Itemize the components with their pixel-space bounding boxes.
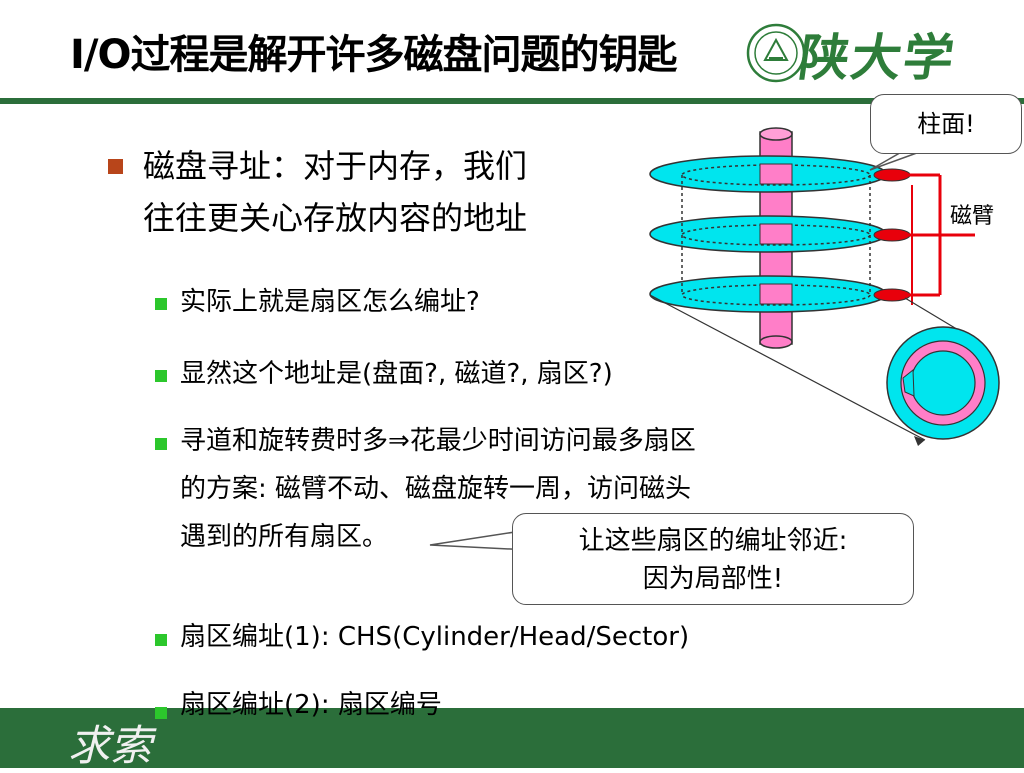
university-emblem-icon bbox=[746, 23, 806, 83]
platter-1 bbox=[649, 155, 887, 193]
page-title: I/O过程是解开许多磁盘问题的钥匙 bbox=[70, 32, 677, 78]
footer-logo-text: 求索 bbox=[68, 721, 153, 770]
cylinder-callout: 柱面! bbox=[870, 94, 1022, 154]
platter-top-view bbox=[886, 326, 1000, 440]
sub-bullet-1: 实际上就是扇区怎么编址? bbox=[180, 287, 480, 317]
sub-bullet-icon bbox=[155, 634, 167, 646]
disk-arm bbox=[873, 168, 975, 305]
sub-bullet-5: 扇区编址(2): 扇区编号 bbox=[180, 690, 442, 720]
sub-bullet-3-line3: 遇到的所有扇区。 bbox=[180, 522, 389, 552]
sub-bullet-2: 显然这个地址是(盘面?, 磁道?, 扇区?) bbox=[180, 359, 613, 389]
platter-2 bbox=[649, 215, 887, 253]
main-bullet-text: 磁盘寻址：对于内存，我们 往往更关心存放内容的地址 bbox=[143, 140, 527, 244]
spindle-bottom bbox=[759, 335, 793, 349]
footer-bar bbox=[0, 708, 1024, 768]
sub-bullet-icon bbox=[155, 298, 167, 310]
main-bullet-line2: 往往更关心存放内容的地址 bbox=[143, 199, 528, 237]
zoom-line bbox=[649, 294, 926, 441]
arm-label: 磁臂 bbox=[950, 204, 995, 229]
sub-bullet-icon bbox=[155, 370, 167, 382]
main-bullet-line1: 磁盘寻址：对于内存，我们 bbox=[143, 147, 528, 185]
spindle-top bbox=[759, 127, 793, 141]
platter-3 bbox=[649, 275, 887, 313]
sub-bullet-3-line2: 的方案: 磁臂不动、磁盘旋转一周，访问磁头 bbox=[180, 474, 692, 504]
sub-bullet-icon bbox=[155, 438, 167, 450]
locality-callout: 让这些扇区的编址邻近: 因为局部性! bbox=[512, 513, 914, 605]
locality-callout-line1: 让这些扇区的编址邻近: bbox=[578, 526, 848, 556]
sub-bullet-3-line1: 寻道和旋转费时多⇒花最少时间访问最多扇区 bbox=[180, 426, 696, 456]
locality-callout-line2: 因为局部性! bbox=[642, 564, 784, 594]
bullet-square-icon bbox=[108, 159, 123, 174]
sub-bullet-4: 扇区编址(1): CHS(Cylinder/Head/Sector) bbox=[180, 622, 690, 652]
sub-bullet-icon bbox=[155, 707, 167, 719]
header-rule bbox=[0, 98, 1024, 104]
